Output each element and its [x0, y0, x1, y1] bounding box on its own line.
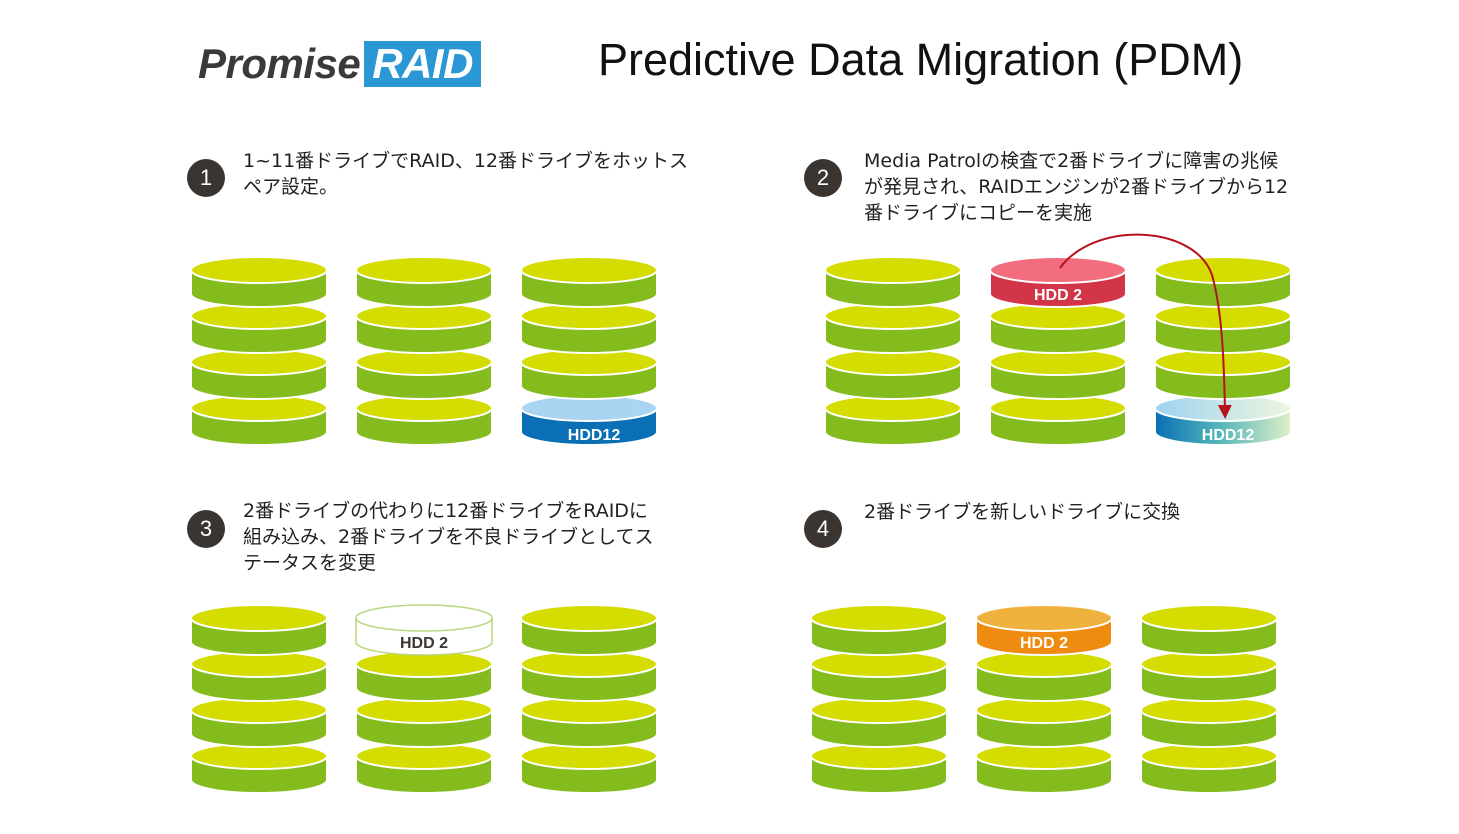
step-1-stack-a-disk-4 — [190, 394, 328, 446]
step-2-line-1: Media Patrolの検査で2番ドライブに障害の兆候 — [864, 150, 1279, 172]
step-3-caption: 2番ドライブの代わりに12番ドライブをRAIDに 組み込み、2番ドライブを不良ド… — [243, 498, 654, 576]
step-3-stack-a-disk-3 — [190, 696, 328, 748]
stack-layer — [190, 256, 1292, 794]
step-1-stack-a-disk-3 — [190, 348, 328, 400]
step-4-stack-a-disk-1 — [810, 604, 948, 656]
step-3-stack-c-disk-4 — [520, 742, 658, 794]
step-3-line-3: テータスを変更 — [243, 552, 377, 574]
step-3-stack-a-disk-1 — [190, 604, 328, 656]
step-4-badge: 4 — [804, 510, 842, 548]
logo-raid-text: RAID — [372, 40, 473, 87]
step-4-stack-a-disk-3 — [810, 696, 948, 748]
step-2-caption: Media Patrolの検査で2番ドライブに障害の兆候 が発見され、RAIDエ… — [864, 148, 1288, 226]
step-4-caption: 2番ドライブを新しいドライブに交換 — [864, 499, 1180, 525]
step-1-stack-a-disk-2 — [190, 302, 328, 354]
step-4-stack-b-disk-2 — [975, 650, 1113, 702]
step-4-stack-c-disk-1 — [1140, 604, 1278, 656]
step-1-stack-c-disk-2 — [520, 302, 658, 354]
page-title: Predictive Data Migration (PDM) — [598, 34, 1244, 85]
step-3-stack-b-disk-4 — [355, 742, 493, 794]
step-4-stack-c-disk-4 — [1140, 742, 1278, 794]
label-layer: HDD12 HDD 2 HDD12 HDD 2 HDD 2 — [400, 287, 1254, 652]
step-3-stack-b-disk-2 — [355, 650, 493, 702]
step-3-stack-a-disk-2 — [190, 650, 328, 702]
step-4-stack-b-disk-1 — [975, 604, 1113, 656]
step-2-target-label: HDD12 — [1202, 427, 1255, 444]
step-1-stack-c-disk-3 — [520, 348, 658, 400]
step-4-stack-a-disk-4 — [810, 742, 948, 794]
step-1-hotspare-label: HDD12 — [568, 427, 621, 444]
step-1-caption: 1~11番ドライブでRAID、12番ドライブをホットス ペア設定。 — [243, 148, 688, 200]
step-2-stack-a-disk-4 — [824, 394, 962, 446]
step-4-replaced-label: HDD 2 — [1020, 635, 1068, 652]
step-3-stack-c-disk-3 — [520, 696, 658, 748]
step-3-removed-label: HDD 2 — [400, 635, 448, 652]
step-2-stack-a-disk-2 — [824, 302, 962, 354]
step-1-stack-a-disk-1 — [190, 256, 328, 308]
step-2-stack-c-disk-2 — [1154, 302, 1292, 354]
step-4-stack-c-disk-2 — [1140, 650, 1278, 702]
step-1-stack-c-disk-4 — [520, 394, 658, 446]
step-3-line-1: 2番ドライブの代わりに12番ドライブをRAIDに — [243, 500, 648, 522]
step-3-stack-b-disk-1 — [355, 604, 493, 656]
step-1-stack-c-disk-1 — [520, 256, 658, 308]
step-2-line-3: 番ドライブにコピーを実施 — [864, 202, 1093, 224]
step-4-stack-b-disk-4 — [975, 742, 1113, 794]
step-2-stack-b-disk-1 — [989, 256, 1127, 308]
step-2-failing-label: HDD 2 — [1034, 287, 1082, 304]
step-3-line-2: 組み込み、2番ドライブを不良ドライブとしてス — [243, 526, 654, 548]
step-3-stack-c-disk-2 — [520, 650, 658, 702]
step-1-stack-b-disk-4 — [355, 394, 493, 446]
step-3-stack-c-disk-1 — [520, 604, 658, 656]
step-2-stack-b-disk-4 — [989, 394, 1127, 446]
step-2-stack-c-disk-4 — [1154, 394, 1292, 446]
promise-raid-logo: Promise RAID — [198, 40, 481, 88]
step-4-stack-a-disk-2 — [810, 650, 948, 702]
step-3-badge: 3 — [187, 510, 225, 548]
step-4-stack-b-disk-3 — [975, 696, 1113, 748]
logo-raid-box: RAID — [364, 40, 481, 87]
step-2-stack-a-disk-3 — [824, 348, 962, 400]
step-1-stack-b-disk-1 — [355, 256, 493, 308]
step-3-stack-a-disk-4 — [190, 742, 328, 794]
step-1-badge: 1 — [187, 159, 225, 197]
step-1-stack-b-disk-2 — [355, 302, 493, 354]
step-2-stack-c-disk-1 — [1154, 256, 1292, 308]
step-2-stack-b-disk-2 — [989, 302, 1127, 354]
step-3-stack-b-disk-3 — [355, 696, 493, 748]
step-2-stack-b-disk-3 — [989, 348, 1127, 400]
logo-word: Promise — [198, 40, 361, 87]
step-2-line-2: が発見され、RAIDエンジンが2番ドライブから12 — [864, 176, 1289, 198]
step-1-stack-b-disk-3 — [355, 348, 493, 400]
step-1-line-2: ペア設定。 — [243, 176, 339, 198]
step-4-stack-c-disk-3 — [1140, 696, 1278, 748]
step-2-badge: 2 — [804, 159, 842, 197]
step-4-line-1: 2番ドライブを新しいドライブに交換 — [864, 501, 1181, 523]
copy-arrow — [1059, 233, 1232, 419]
step-2-stack-a-disk-1 — [824, 256, 962, 308]
step-1-line-1: 1~11番ドライブでRAID、12番ドライブをホットス — [243, 150, 689, 172]
